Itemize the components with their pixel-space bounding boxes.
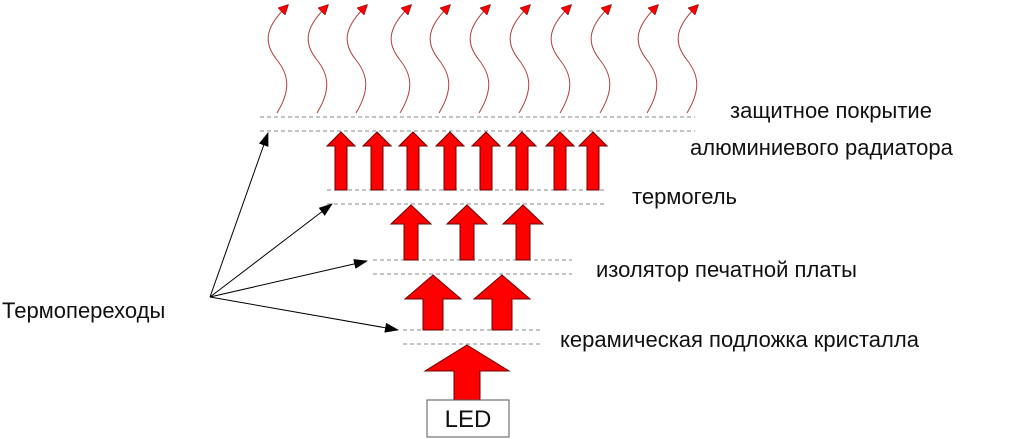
pointer-arrow: [209, 203, 333, 298]
label-thermal-junctions: Термопереходы: [2, 298, 165, 323]
heat-flow-arrow: [389, 204, 433, 261]
heat-wave-arrow: [590, 8, 610, 114]
heat-flow-arrow: [470, 131, 502, 191]
heat-flow-arrow: [544, 131, 576, 191]
heat-flow-arrow: [403, 274, 463, 331]
heat-flow-arrow: [434, 131, 466, 191]
led-label: LED: [445, 406, 492, 433]
heat-flow-arrow: [501, 204, 545, 261]
heat-wave-arrow: [677, 8, 697, 114]
heat-flow-arrows: [325, 131, 609, 401]
heat-flow-arrow: [472, 274, 532, 331]
label-pcb-insulator: изолятор печатной платы: [596, 257, 857, 282]
label-coating-line2: алюминиевого радиатора: [690, 135, 954, 160]
heat-flow-arrow: [577, 131, 609, 191]
label-ceramic-substrate: керамическая подложка кристалла: [560, 327, 920, 352]
heat-wave-arrow: [267, 8, 287, 114]
label-coating-line1: защитное покрытие: [730, 98, 932, 123]
pointer-arrow: [209, 259, 368, 298]
heat-wave-arrow: [307, 8, 327, 114]
label-thermogel: термогель: [632, 184, 737, 209]
pointer-arrow: [209, 296, 399, 333]
pointer-arrow: [209, 132, 269, 298]
heat-wave-arrow: [429, 8, 449, 114]
heat-wave-arrow: [390, 8, 410, 114]
heat-flow-arrow: [445, 204, 489, 261]
led-box: LED: [426, 399, 510, 438]
heat-flow-arrow: [423, 344, 511, 401]
heat-wave-arrow: [509, 8, 529, 114]
thermal-junction-pointers: [209, 132, 399, 333]
heat-flow-arrow: [325, 131, 357, 191]
layer-boundaries: [260, 116, 695, 345]
heat-wave-arrow: [637, 8, 657, 114]
heat-wave-arrow: [550, 8, 570, 114]
heat-flow-arrow: [506, 131, 538, 191]
heat-wave-arrow: [346, 8, 366, 114]
heat-flow-arrow: [397, 131, 429, 191]
heat-flow-arrow: [361, 131, 393, 191]
heat-radiation-arrows: [267, 8, 697, 114]
heat-wave-arrow: [469, 8, 489, 114]
